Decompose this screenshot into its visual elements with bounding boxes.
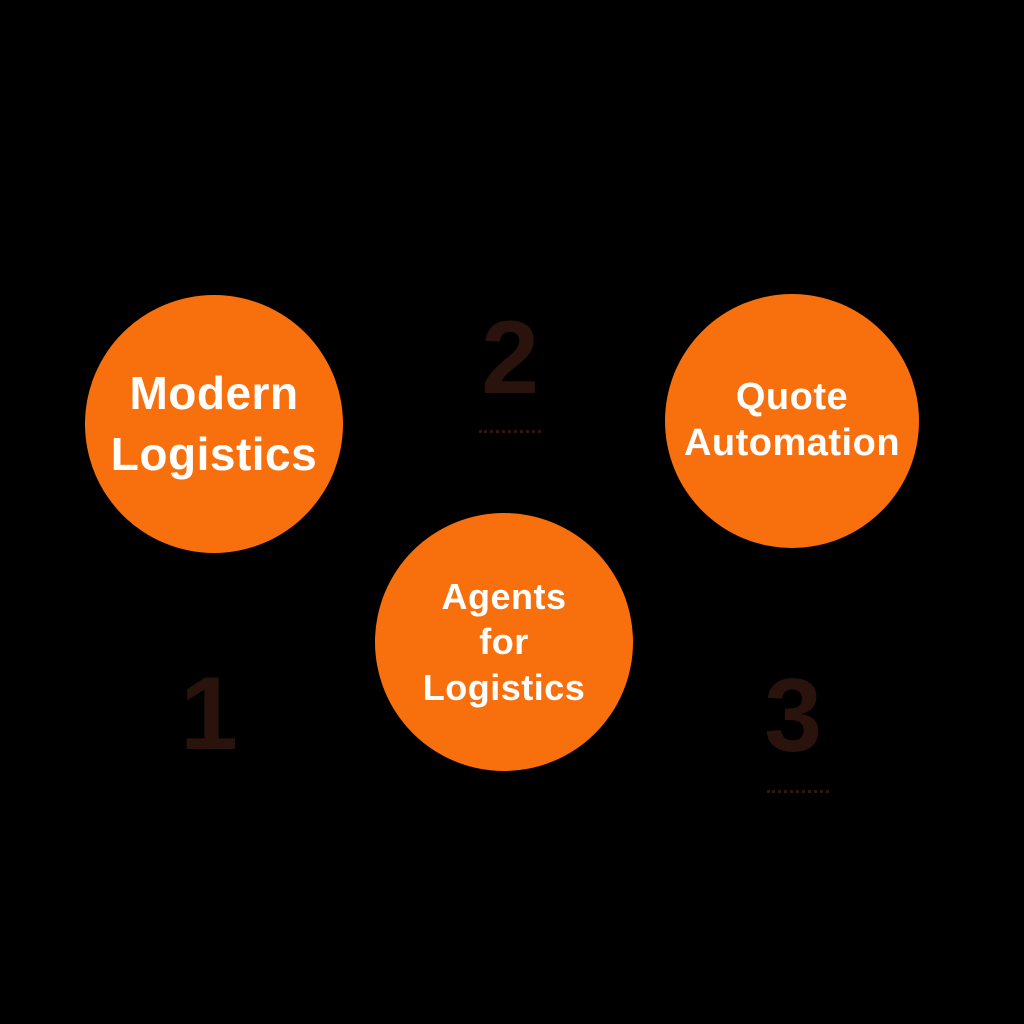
circle-label-line: Modern xyxy=(129,367,299,420)
circle-quote-automation: Quote Automation xyxy=(665,294,919,548)
step-number-2: 2 xyxy=(481,300,539,416)
circle-modern-logistics: Modern Logistics xyxy=(85,295,343,553)
step-number-1: 1 xyxy=(180,656,238,772)
circle-label-line: for xyxy=(479,621,529,663)
step-number-3: 3 xyxy=(764,658,822,774)
dotted-line-under-3 xyxy=(767,790,829,793)
dotted-line-under-2 xyxy=(479,430,541,433)
circle-label-line: Quote xyxy=(735,376,849,419)
circle-agents-for-logistics: Agents for Logistics xyxy=(375,513,633,771)
circle-label-line: Automation xyxy=(683,422,901,464)
circle-label-line: Logistics xyxy=(422,666,586,708)
circle-label-line: Logistics xyxy=(110,428,318,480)
circle-label-line: Agents xyxy=(441,575,567,617)
